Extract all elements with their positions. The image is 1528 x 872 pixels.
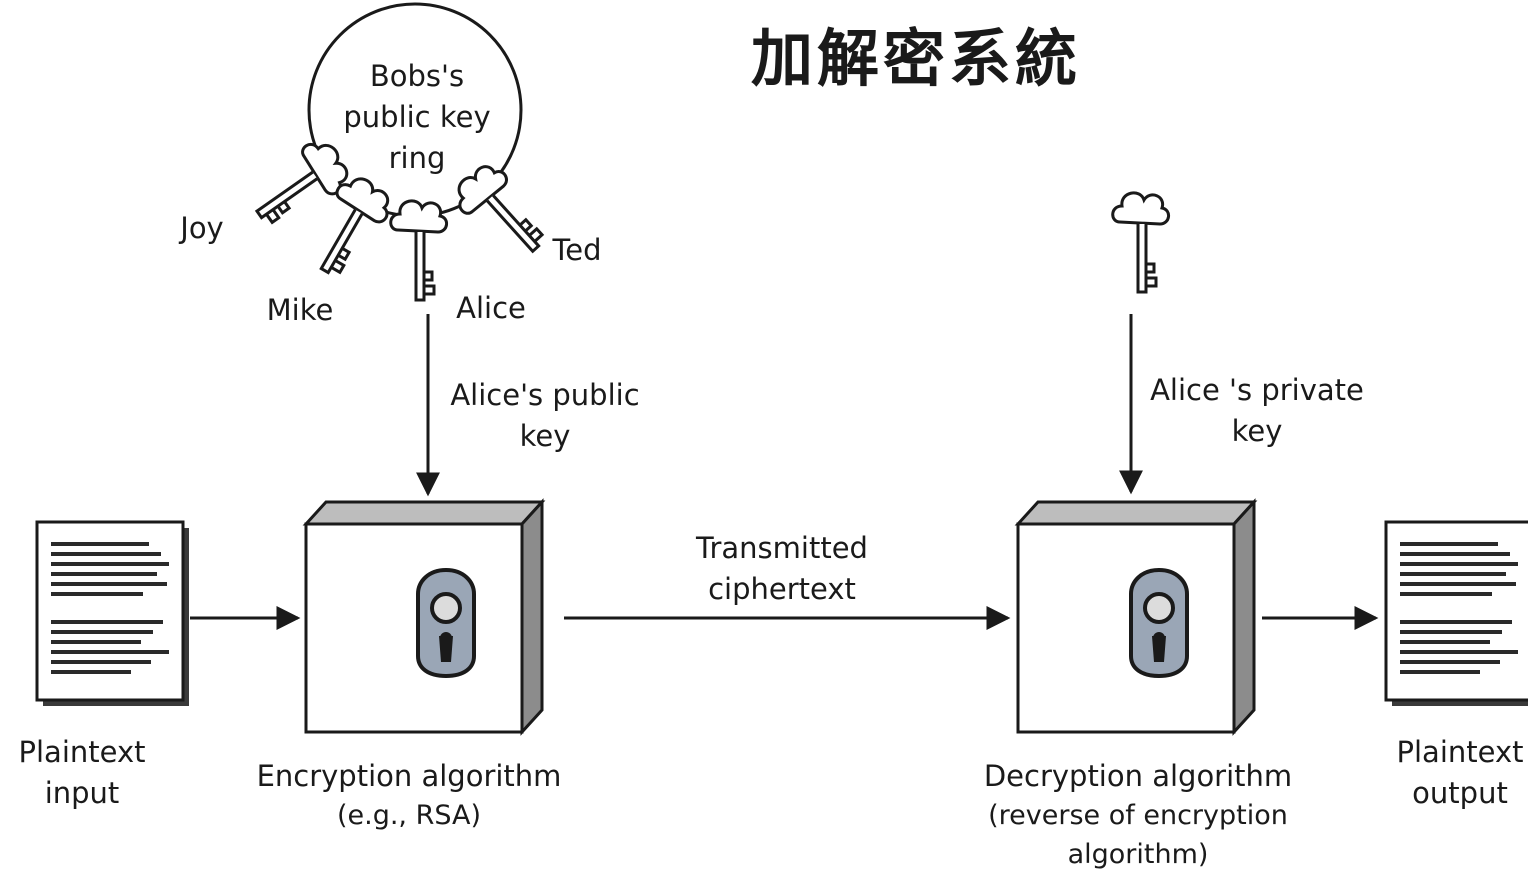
keyhole-lock-icon [1129,568,1189,678]
key-ring-label-line2: public key [343,100,490,134]
plaintext-input-label-line1: Plaintext [19,735,146,769]
keyhole-lock-icon [416,568,476,678]
encryption-label-line2: (e.g., RSA) [337,800,481,831]
document-icon [1384,520,1528,708]
key-icon [240,132,358,238]
transmitted-label-line2: ciphertext [708,572,856,606]
key-ring-label-line1: Bobs's [370,59,464,93]
plaintext-input-label-line2: input [45,776,120,810]
key-label-ted: Ted [551,233,601,267]
key-icon [446,155,557,270]
encryption-label-line1: Encryption algorithm [257,759,562,793]
transmitted-label-line1: Transmitted [695,531,868,565]
key-ring-label-line3: ring [389,141,446,175]
key-label-alice: Alice [456,291,526,325]
document-icon [35,520,191,708]
page-title: 加解密系統 [751,22,1081,95]
public-key-label-line2: key [520,419,571,453]
private-key-label-line1: Alice 's private [1150,373,1364,407]
private-key-label-line2: key [1232,414,1283,448]
public-key-label-line1: Alice's public [450,378,639,412]
key-label-mike: Mike [267,293,334,327]
key-icon [1111,191,1171,294]
key-icon [297,168,399,286]
key-label-joy: Joy [178,211,223,245]
decryption-label-line2: (reverse of encryption [988,800,1288,831]
plaintext-output-label-line2: output [1412,776,1508,810]
decryption-label-line1: Decryption algorithm [984,759,1292,793]
public-key-ring: Bobs's public key ring Joy Mike Alice Te… [178,2,602,327]
plaintext-output-label-line1: Plaintext [1397,735,1524,769]
key-icon [389,199,449,302]
decryption-label-line3: algorithm) [1068,839,1209,870]
